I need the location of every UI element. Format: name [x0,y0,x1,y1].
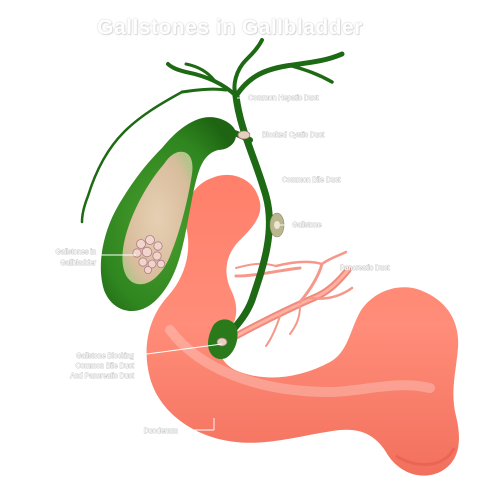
duodenum-highlight [165,325,435,398]
gallstone-cluster [132,235,166,274]
label-common-hepatic-duct: Common Hepatic Duct [248,95,318,102]
leader-blocking-stone [131,343,223,357]
label-pancreatic-duct: Pancreatic Duct [340,265,389,272]
cystic-duct-stone [237,130,251,140]
duodenum-shape [146,174,459,476]
duodenum-rim [395,447,456,466]
annotations [100,97,338,431]
bile-duct-stone-core [274,221,280,229]
label-common-bile-duct: Common Bile Duct [282,177,340,184]
label-blocked-cystic-duct: Blocked Cystic Duct [262,132,324,139]
label-gallbladder-line-1: Gallstones in [56,249,97,256]
label-blocking-stone-line-2: Common Bile Duct [76,363,134,370]
label-gallbladder-line-2: Gallbladder [60,260,96,267]
label-blocking-stone-line-1: Gallstone Blocking [76,353,134,360]
label-duodenum: Duodenum [144,428,178,435]
pancreatic-duct-shape [232,250,354,347]
diagram-title: Gallstones in Gallbladder [97,16,363,39]
label-blocking-stone-line-3: And Pancreatic Duct [70,373,134,380]
label-gallstone: Gallstone [292,222,322,229]
